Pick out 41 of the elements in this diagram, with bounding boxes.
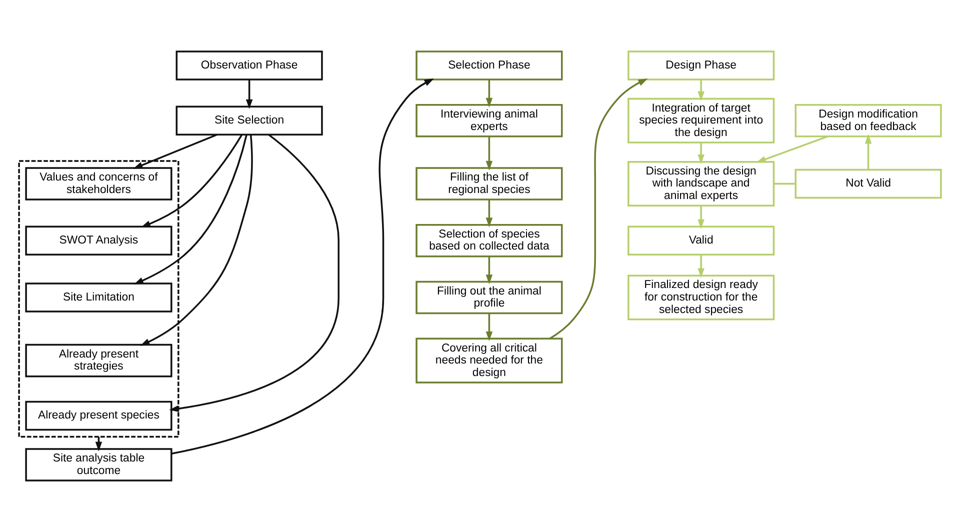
node-box: Already present strategies [25, 343, 172, 377]
arrow [486, 313, 493, 341]
arrow [486, 199, 493, 227]
arrow [698, 205, 704, 228]
arrow [698, 79, 704, 101]
node-box: Selection Phase [416, 50, 563, 80]
arrow [486, 79, 493, 107]
arrow [756, 135, 828, 162]
arrow [246, 79, 253, 109]
node-box: Design modification based on feedback [794, 104, 942, 137]
node-box: Not Valid [794, 168, 942, 198]
node-box: Interviewing animal experts [416, 104, 563, 137]
arrow [486, 256, 493, 284]
node-box: Integration of target species requirement into the design [628, 97, 775, 143]
node-box: SWOT Analysis [25, 225, 172, 255]
node-box: Already present species [25, 400, 172, 430]
node-box: Discussing the design with landscape and animal experts [628, 160, 775, 206]
node-box: Valid [628, 225, 775, 255]
arrow [698, 254, 704, 278]
node-box: Filling the list of regional species [416, 166, 563, 200]
node-box: Site Limitation [25, 282, 172, 312]
connector [774, 182, 796, 184]
arrow [698, 142, 704, 164]
node-box: Selection of species based on collected data [416, 223, 563, 257]
arrow [486, 136, 493, 170]
arrow [140, 134, 242, 228]
node-box: Covering all critical needs needed for the design [416, 337, 563, 383]
arrow [134, 134, 248, 284]
node-box: Values and concerns of stakeholders [25, 166, 172, 200]
arrow [864, 134, 872, 170]
node-box: Observation Phase [176, 50, 323, 80]
arrow [169, 134, 340, 412]
arrow [549, 78, 648, 339]
arrow [171, 78, 434, 454]
arrow [140, 134, 253, 346]
node-box: Filling out the animal profile [416, 280, 563, 314]
node-box: Finalized design ready for construction for the selected species [628, 274, 775, 320]
arrow [133, 133, 218, 168]
node-box: Site analysis table outcome [25, 448, 172, 481]
node-box: Design Phase [628, 50, 775, 80]
node-box: Site Selection [176, 105, 323, 136]
